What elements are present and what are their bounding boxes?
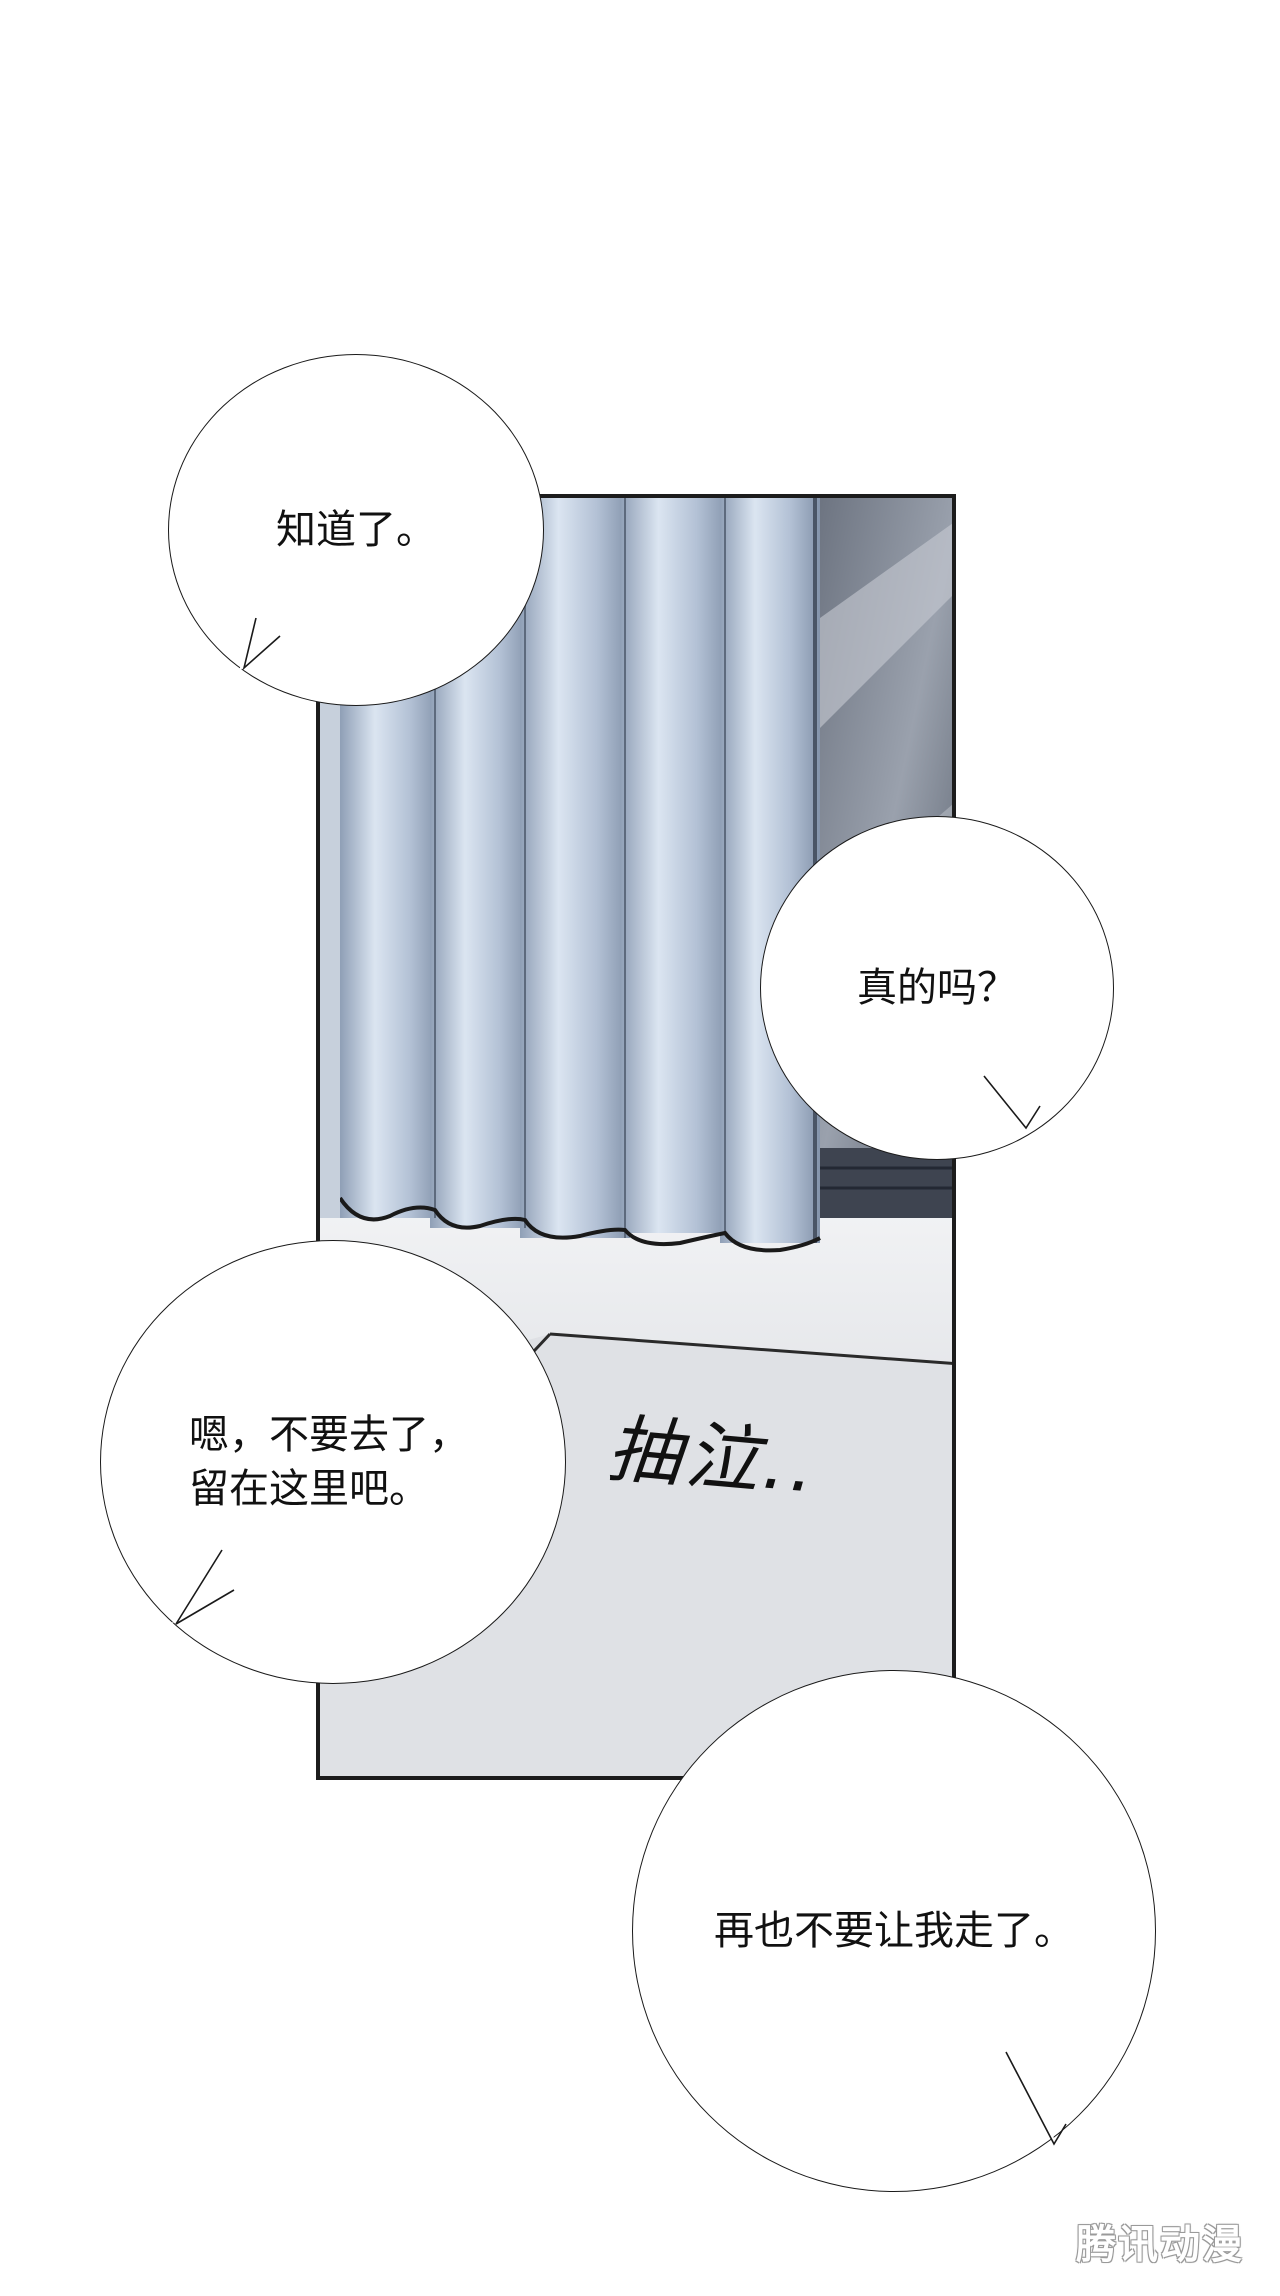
speech-bubble-2: 真的吗？ (760, 816, 1114, 1160)
tencent-comic-watermark: 腾讯动漫 (1076, 2222, 1244, 2268)
speech-bubble-4: 再也不要让我走了。 (632, 1670, 1156, 2192)
bubble-3-tail (172, 1546, 235, 1625)
bubble-2-tail (976, 1072, 1041, 1130)
bubble-4-tail (1004, 2051, 1067, 2146)
speech-bubble-1: 知道了。 (168, 354, 544, 706)
bubble-1-text: 知道了。 (276, 507, 436, 553)
bubble-2-text: 真的吗？ (857, 965, 1017, 1011)
bubble-1-tail (238, 617, 281, 674)
sound-effect-sobbing: 抽泣.. (604, 1405, 822, 1511)
bubble-4-text: 再也不要让我走了。 (714, 1908, 1074, 1954)
bubble-3-text: 嗯，不要去了， 留在这里吧。 (189, 1412, 469, 1512)
